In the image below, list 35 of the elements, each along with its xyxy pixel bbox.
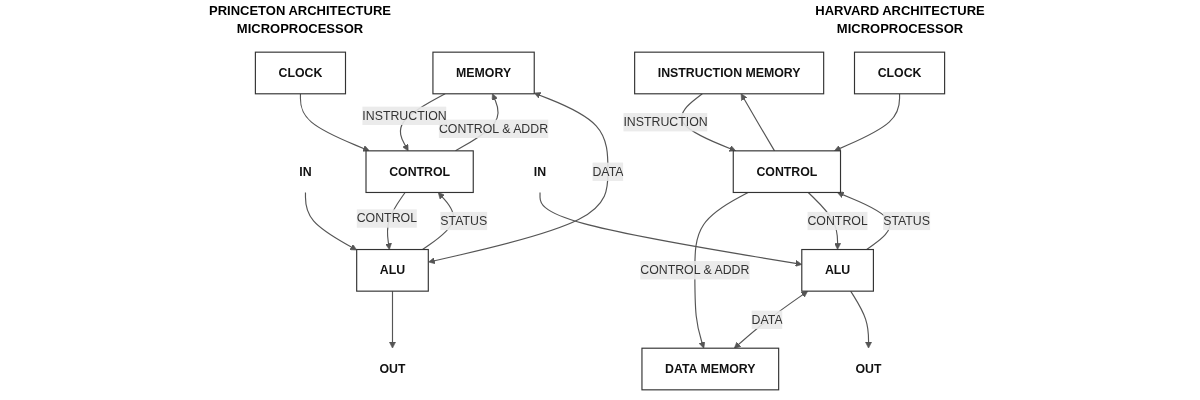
node-box: CLOCK [254, 51, 347, 95]
node-box: ALU [356, 248, 429, 292]
edge-label: STATUS [883, 214, 931, 228]
node-box: DATA MEMORY [641, 347, 780, 391]
node-box: CONTROL [365, 150, 474, 194]
node-box: ALU [801, 248, 874, 292]
arrow [850, 290, 872, 349]
edge-label: CONTROL [356, 211, 417, 225]
subheading: MICROPROCESSOR [835, 21, 965, 36]
node-box: CONTROL [732, 150, 842, 194]
node-text: IN [533, 164, 547, 178]
arrow [299, 93, 370, 152]
node-box: INSTRUCTION MEMORY [634, 51, 825, 95]
node-text: OUT [855, 362, 882, 376]
edge-label: CONTROL [807, 214, 868, 228]
arrow [389, 290, 396, 349]
edge-label: INSTRUCTION [362, 108, 447, 122]
edge-label: DATA [751, 312, 783, 326]
node-text: IN [299, 164, 312, 178]
arrow [740, 93, 776, 152]
arrow [834, 93, 901, 152]
edge-label: CONTROL & ADDR [438, 121, 549, 135]
edge-label: INSTRUCTION [623, 115, 708, 129]
node-box: MEMORY [432, 51, 535, 95]
architecture-heading: HARVARD ARCHITECTURE [814, 3, 986, 18]
edge-label: DATA [592, 164, 624, 178]
architecture-heading: PRINCETON ARCHITECTURE [208, 3, 392, 18]
arrow [304, 191, 357, 251]
edge-label: CONTROL & ADDR [640, 263, 750, 277]
node-box: CLOCK [853, 51, 946, 95]
arrow [694, 191, 749, 349]
subheading: MICROPROCESSOR [235, 21, 365, 36]
arrow [733, 291, 808, 349]
edge-label: STATUS [440, 214, 488, 228]
node-text: OUT [379, 362, 406, 376]
